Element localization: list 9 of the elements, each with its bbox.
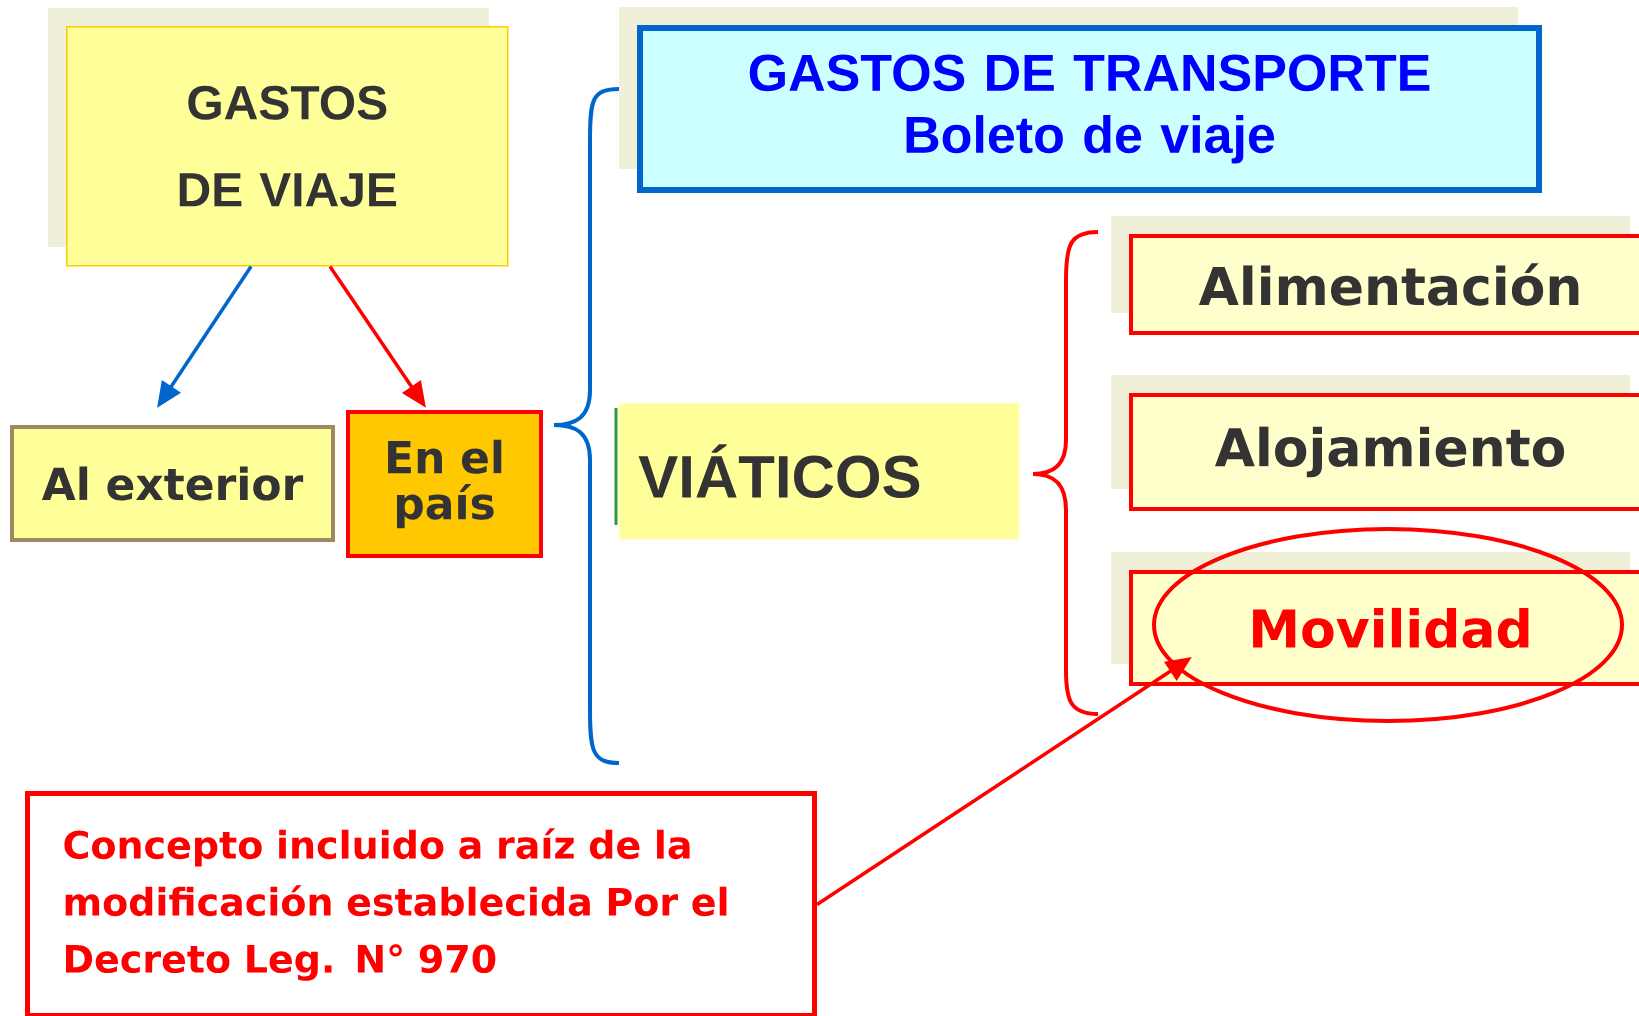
item-box: Alojamiento	[1129, 393, 1639, 511]
item-box: Movilidad	[1129, 570, 1639, 686]
title-box: GASTOS DE VIAJE	[66, 26, 509, 267]
category-box: VIÁTICOS	[614, 403, 1020, 540]
item-box: Alimentación	[1129, 234, 1639, 335]
category-box: En el país	[346, 410, 543, 558]
heading-box: GASTOS DE TRANSPORTE Boleto de viaje	[637, 25, 1542, 193]
category-box: Al exterior	[10, 425, 335, 542]
note-box: Concepto incluido a raíz de la modificación establecida Por el Decreto Leg. N° 970	[25, 791, 817, 1016]
